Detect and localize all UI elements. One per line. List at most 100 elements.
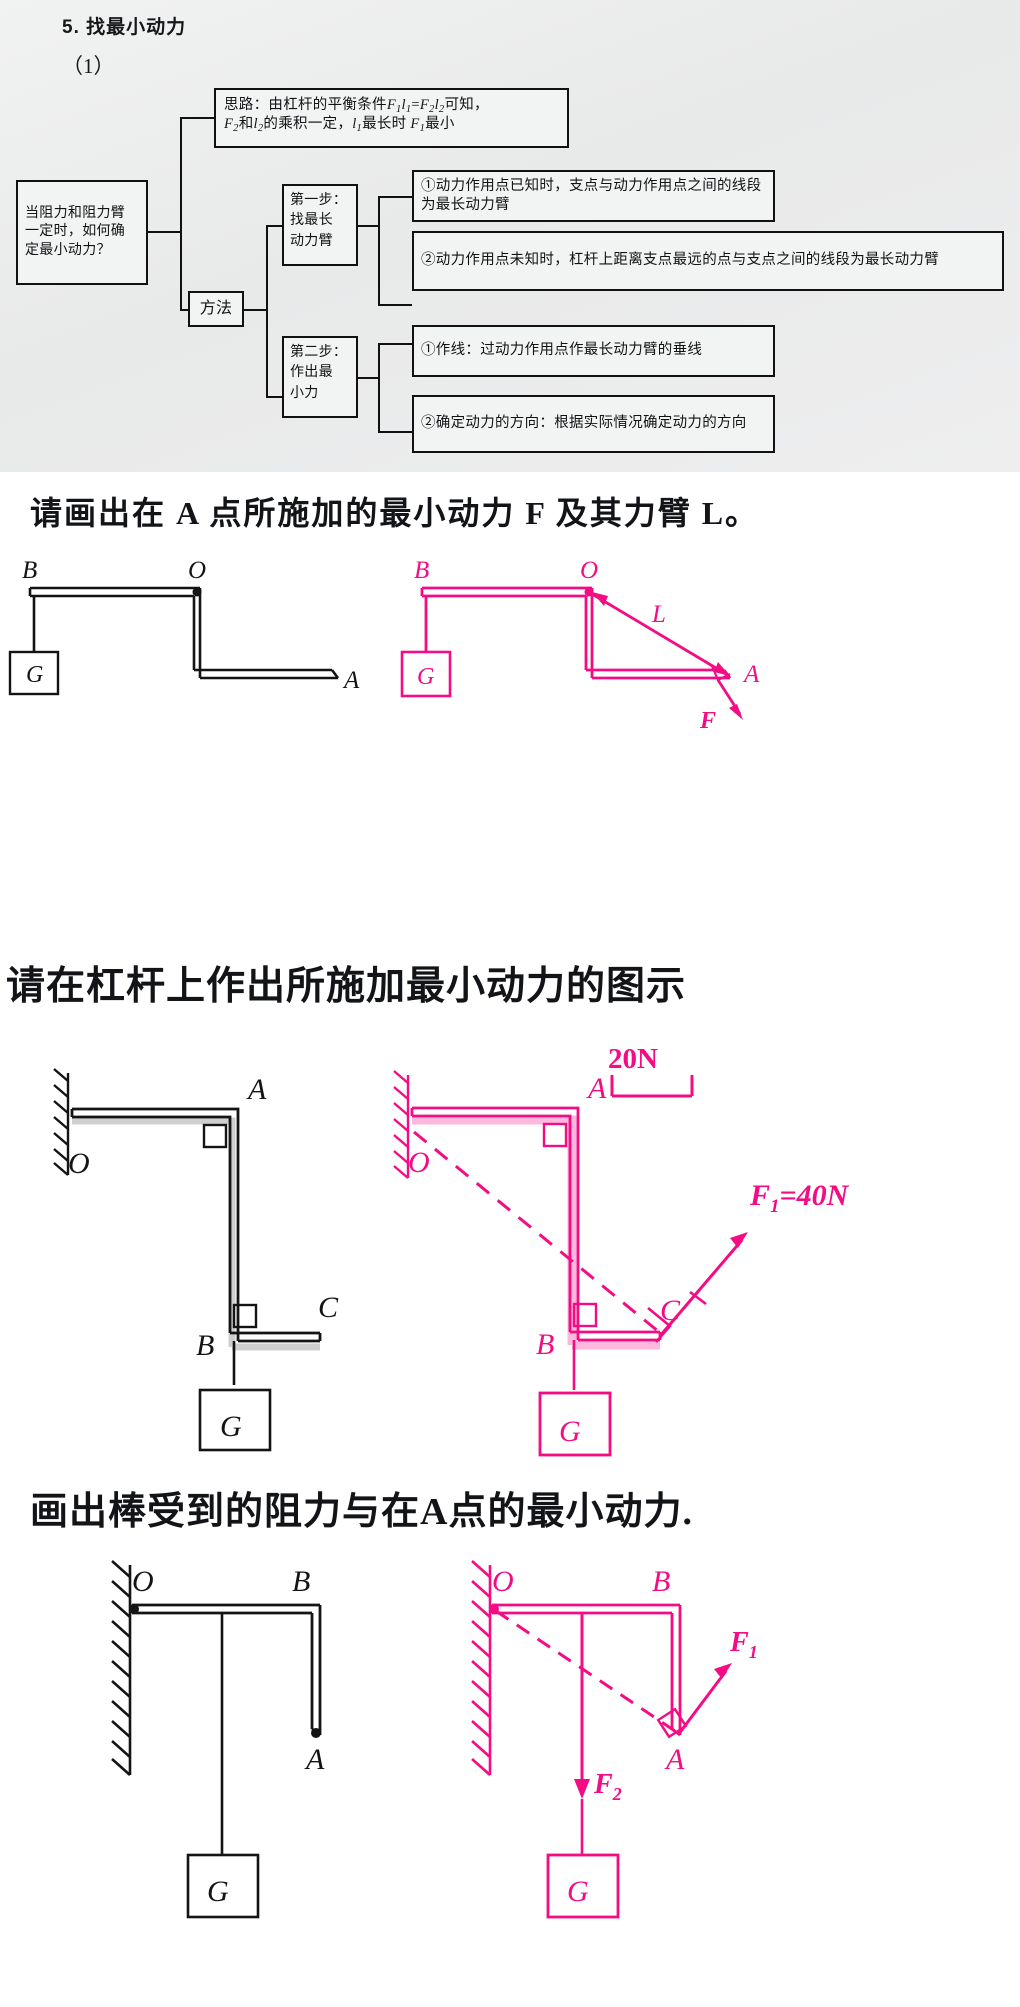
pivot-dot-o xyxy=(192,587,202,597)
scale-label: 20N xyxy=(608,1043,658,1075)
right-angle-mark-b xyxy=(572,1302,598,1328)
weight-box-g xyxy=(198,1388,272,1452)
right-angle-mark-a xyxy=(202,1123,228,1149)
label-o: O xyxy=(188,557,206,584)
weight-box-g xyxy=(186,1853,260,1919)
force-arrowhead-f xyxy=(729,704,743,720)
flow-step1-detail-b: ②动力作用点未知时，杠杆上距离支点最远的点与支点之间的线段为最长动力臂 xyxy=(412,231,1004,291)
connector-step2-a xyxy=(378,343,412,345)
label-g: G xyxy=(220,1410,242,1443)
question-3-right-diagram: G O B A F1 F2 xyxy=(471,1560,758,1919)
point-dot-a xyxy=(311,1728,321,1738)
label-a: A xyxy=(742,661,760,688)
connector-step2-spine xyxy=(378,343,380,433)
connector-step1-right xyxy=(358,225,378,227)
question-2-left-diagram: O A B C xyxy=(53,1068,339,1385)
flow-step2-detail-b: ②确定动力的方向：根据实际情况确定动力的方向 xyxy=(412,395,775,453)
flow-method-text: 方法 xyxy=(199,300,233,318)
bar-shadow xyxy=(72,1117,320,1351)
label-b: B xyxy=(22,557,37,584)
label-l: L xyxy=(651,601,666,628)
lever-bar xyxy=(132,1603,322,1737)
label-a: A xyxy=(246,1073,267,1106)
connector-step1-spine xyxy=(378,196,380,306)
label-g: G xyxy=(26,662,43,688)
connector-to-method xyxy=(180,309,188,311)
flow-step2-detail-a: ①作线：过动力作用点作最长动力臂的垂线 xyxy=(412,325,775,377)
arm-arrowhead-left xyxy=(592,592,608,606)
flow-step2-line3: 小力 xyxy=(290,385,319,401)
question-1-prompt: 请画出在 A 点所施加的最小动力 F 及其力臂 L。 xyxy=(30,488,759,534)
right-angle-mark-b xyxy=(232,1303,258,1329)
question-2-right-diagram: 20N O A B C F1=40N xyxy=(393,1043,850,1390)
scale-bracket xyxy=(610,1075,694,1098)
connector-to-step1 xyxy=(266,225,282,227)
bar-highlight xyxy=(412,1115,660,1350)
wall-hatching xyxy=(53,1068,70,1176)
flow-step1-detail-a-text: ①动力作用点已知时，支点与动力作用点之间的线段为最长动力臂 xyxy=(421,177,762,213)
connector-to-step2 xyxy=(266,396,282,398)
question-1-left-diagram: G B O A xyxy=(8,557,360,696)
flow-root-box: 当阻力和阻力臂一定时，如何确定最小动力？ xyxy=(16,180,148,285)
label-b: B xyxy=(536,1328,554,1361)
arm-arrowhead-right xyxy=(714,662,730,676)
flow-idea-line1: 思路：由杠杆的平衡条件F1l1=F2l2可知， xyxy=(224,97,489,115)
connector-to-idea xyxy=(180,117,214,119)
label-g: G xyxy=(567,1875,589,1908)
wall-hatching xyxy=(111,1560,132,1776)
flow-step2-detail-b-text: ②确定动力的方向：根据实际情况确定动力的方向 xyxy=(421,415,747,432)
label-f1: F1=40N xyxy=(749,1179,850,1217)
connector-step2-b xyxy=(378,431,412,433)
pivot-dot-o xyxy=(584,587,594,597)
pivot-dot-o xyxy=(129,1604,139,1614)
question-3-prompt: 画出棒受到的阻力与在A点的最小动力. xyxy=(30,1480,693,1535)
label-o: O xyxy=(408,1146,430,1179)
label-f: F xyxy=(699,708,716,734)
right-angle-mark-a xyxy=(542,1122,568,1148)
label-g: G xyxy=(559,1415,581,1448)
label-g: G xyxy=(207,1875,229,1908)
flow-idea-label: 思路： xyxy=(224,97,269,113)
page-title: 5. 找最小动力 xyxy=(62,12,186,39)
question-2-left-weight: G xyxy=(198,1388,272,1452)
label-o: O xyxy=(580,557,598,584)
label-g: G xyxy=(417,664,434,690)
connector-step2-right xyxy=(358,377,378,379)
weight-box-g xyxy=(400,650,452,698)
label-c: C xyxy=(660,1294,681,1327)
flow-idea-box: 思路：由杠杆的平衡条件F1l1=F2l2可知， F2和l2的乘积一定，l1最长时… xyxy=(214,88,569,148)
connector-method-right xyxy=(244,309,266,311)
label-a: A xyxy=(586,1072,607,1105)
wall-hatching xyxy=(471,1560,492,1776)
lever-bar xyxy=(70,1107,322,1343)
question-2-right-weight: G xyxy=(538,1391,612,1457)
question-1-right-diagram: G B O A L F xyxy=(400,557,760,734)
flow-step2-box: 第二步： 作出最 小力 xyxy=(282,336,358,418)
label-o: O xyxy=(492,1565,514,1598)
dashed-arm-line xyxy=(495,1609,679,1735)
label-a: A xyxy=(664,1743,685,1776)
weight-box-g xyxy=(546,1853,620,1919)
force-arrow-f1 xyxy=(658,1239,744,1337)
flow-step2-detail-a-text: ①作线：过动力作用点作最长动力臂的垂线 xyxy=(421,342,703,359)
dashed-arm-line xyxy=(413,1130,665,1338)
flow-step2-line1: 第二步： xyxy=(290,345,348,360)
label-b: B xyxy=(196,1329,214,1362)
question-3-prompt-text: 画出棒受到的阻力与在A点的最小动力. xyxy=(30,1491,693,1533)
label-b: B xyxy=(292,1565,310,1598)
flow-step1-detail-a: ①动力作用点已知时，支点与动力作用点之间的线段为最长动力臂 xyxy=(412,170,775,222)
label-a: A xyxy=(342,667,360,694)
connector-root-right xyxy=(148,231,180,233)
force-arrowhead-f2 xyxy=(574,1779,590,1799)
question-1-prompt-text: 请画出在 A 点所施加的最小动力 F 及其力臂 L。 xyxy=(30,495,760,531)
flow-idea-line2: F2和l2的乘积一定，l1最长时 F1最小 xyxy=(224,116,455,135)
force-arm-line-l xyxy=(591,592,727,676)
item-label: （1） xyxy=(62,54,115,78)
flowchart-panel: 5. 找最小动力 （1） 当阻力和阻力臂一定时，如何确定最小动力？ 思路：由杠杆… xyxy=(0,0,1020,472)
flow-step1-line1: 第一步： xyxy=(290,193,348,208)
force-arrowhead-f1 xyxy=(730,1232,748,1248)
connector-method-spine xyxy=(266,225,268,397)
right-angle-mark-a xyxy=(656,1707,688,1739)
flow-step1-box: 第一步： 找最长 动力臂 xyxy=(282,184,358,266)
